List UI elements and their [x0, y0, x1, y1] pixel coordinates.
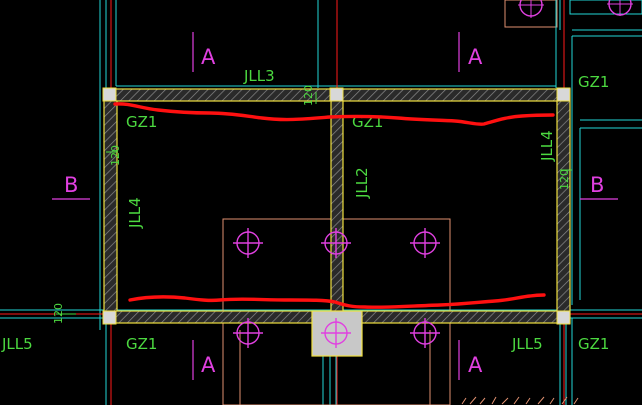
pile-markers: [233, 228, 440, 348]
label-beam-center: JLL2: [353, 167, 371, 199]
top-right-structure: [504, 0, 642, 30]
label-column-bottom-right: GZ1: [578, 335, 609, 353]
label-beam-top: JLL3: [243, 67, 275, 85]
label-beam-right: JLL4: [538, 130, 556, 162]
dimension-ticks: [56, 92, 572, 315]
element-labels: JLL3 GZ1 GZ1 GZ1 JLL5 GZ1 JLL5 GZ1 JLL2 …: [1, 67, 609, 353]
label-beam-left: JLL4: [126, 197, 144, 229]
bottom-annotation-fragment: [461, 396, 579, 405]
section-labels: A A A A B B: [64, 45, 604, 377]
label-column-top-left: GZ1: [126, 113, 157, 131]
corner-columns: [102, 87, 571, 325]
dim-label-right: 120: [558, 169, 571, 190]
label-column-right-top: GZ1: [578, 73, 609, 91]
section-marks: [52, 32, 618, 380]
section-mark-a-top-right: A: [468, 45, 483, 69]
section-mark-a-top-left: A: [201, 45, 216, 69]
dim-label-top: 120: [302, 85, 315, 106]
section-mark-b-right: B: [590, 173, 604, 197]
label-column-bottom-left: GZ1: [126, 335, 157, 353]
section-mark-a-bottom-right: A: [468, 353, 483, 377]
dim-label-bottom: 120: [52, 303, 65, 324]
wall-hatching: [104, 89, 570, 323]
markup-strokes[interactable]: [113, 102, 555, 309]
label-beam-bottom-left: JLL5: [1, 335, 33, 353]
section-mark-b-left: B: [64, 173, 78, 197]
markup-stroke-bottom[interactable]: [128, 293, 546, 309]
dimension-labels: 120 120 120 120: [52, 85, 571, 324]
dim-label-left: 120: [109, 145, 122, 166]
label-beam-bottom-right: JLL5: [511, 335, 543, 353]
markup-stroke-top[interactable]: [113, 102, 555, 126]
section-mark-a-bottom-left: A: [201, 353, 216, 377]
